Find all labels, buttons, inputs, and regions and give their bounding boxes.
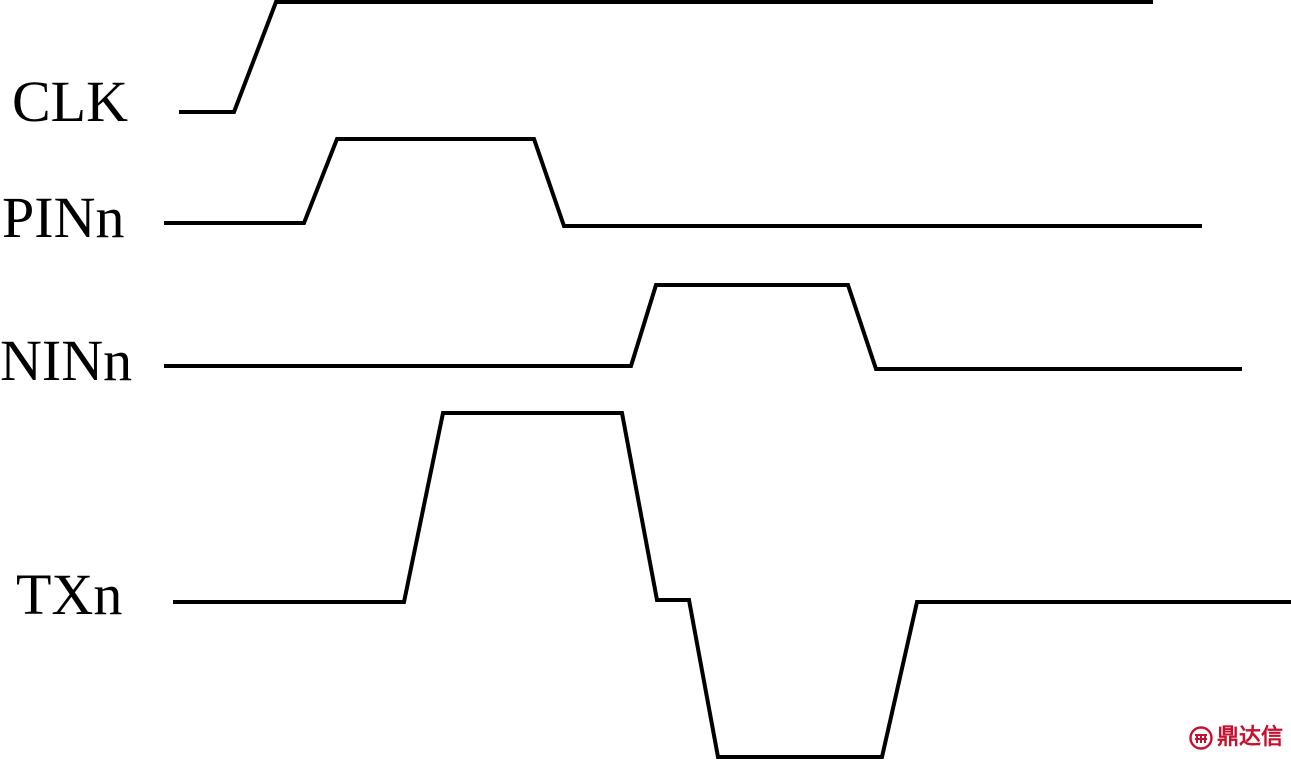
watermark-logo-icon: [1189, 726, 1213, 750]
pinn-label: PINn: [2, 185, 125, 250]
clk-waveform: [179, 0, 1153, 114]
clk-label: CLK: [12, 69, 128, 134]
txn-label: TXn: [16, 562, 123, 627]
ninn-label: NINn: [0, 328, 133, 393]
ninn-waveform: [164, 283, 1242, 371]
watermark-text: 鼎达信: [1217, 725, 1284, 750]
txn-waveform: [173, 411, 1291, 759]
watermark: 鼎达信: [1189, 724, 1283, 752]
pinn-waveform: [164, 137, 1202, 228]
